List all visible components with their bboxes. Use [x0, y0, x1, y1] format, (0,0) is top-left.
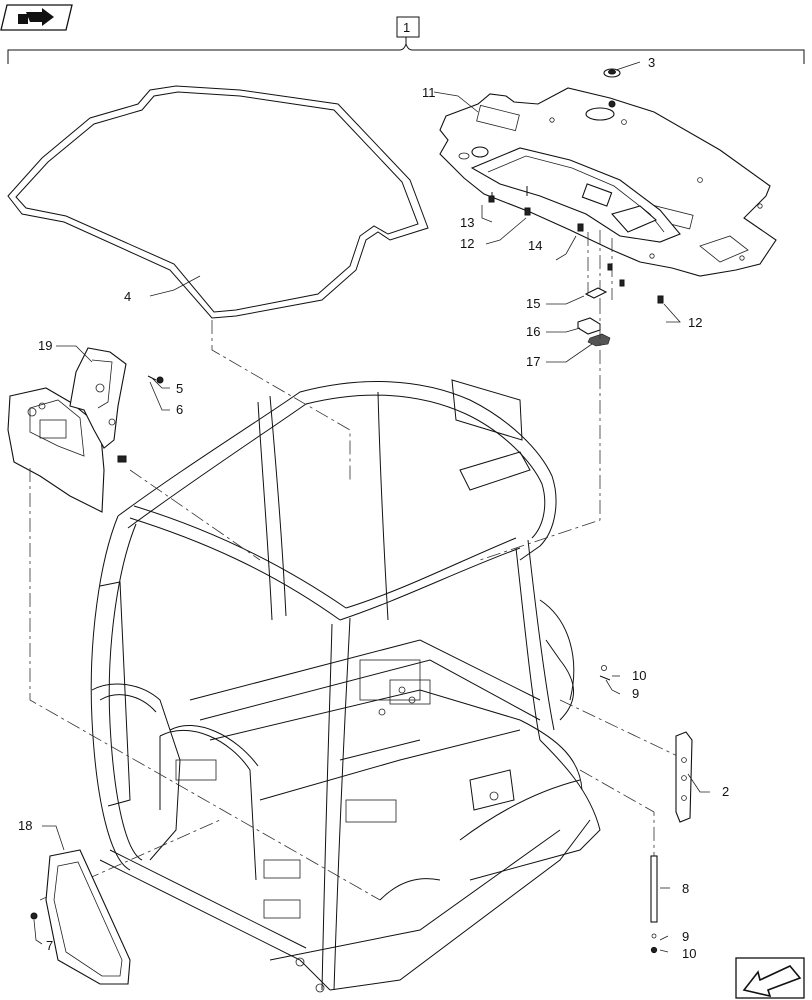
callout-18: 18 [18, 818, 32, 833]
book-arrow-icon[interactable] [0, 4, 73, 31]
fasteners [488, 186, 664, 347]
door-seal-plate [30, 849, 131, 985]
small-clips [599, 665, 611, 681]
callout-15: 15 [526, 296, 540, 311]
callout-2: 2 [722, 784, 729, 799]
callout-19: 19 [38, 338, 52, 353]
callout-14: 14 [528, 238, 542, 253]
callout-4: 4 [124, 289, 131, 304]
mirror-bracket [7, 347, 127, 513]
callout-12-b: 12 [688, 315, 702, 330]
leaders [33, 61, 710, 953]
assembly-lines [29, 300, 691, 901]
callout-16: 16 [526, 324, 540, 339]
callout-7: 7 [46, 938, 53, 953]
roof-seal [7, 85, 429, 319]
callout-3: 3 [648, 55, 655, 70]
cab-frame [90, 379, 601, 993]
callout-10-b: 10 [682, 946, 696, 961]
callout-5: 5 [176, 381, 183, 396]
callout-13: 13 [460, 215, 474, 230]
callout-1: 1 [403, 20, 410, 35]
callout-11: 11 [422, 85, 436, 100]
assembly-bracket [7, 16, 805, 64]
callout-12-a: 12 [460, 236, 474, 251]
callout-9-b: 9 [682, 929, 689, 944]
callout-8: 8 [682, 881, 689, 896]
callout-6: 6 [176, 402, 183, 417]
callout-labels: 1 2 3 4 5 6 7 8 9 9 10 10 11 12 12 13 14… [18, 20, 729, 961]
callout-10-a: 10 [632, 668, 646, 683]
roof-liner-panel [439, 87, 777, 277]
hinge-strip [675, 731, 693, 823]
callout-9-a: 9 [632, 686, 639, 701]
rod [650, 855, 658, 954]
grommet [603, 68, 621, 78]
arrow-down-left-icon[interactable] [735, 957, 805, 999]
callout-17: 17 [526, 354, 540, 369]
